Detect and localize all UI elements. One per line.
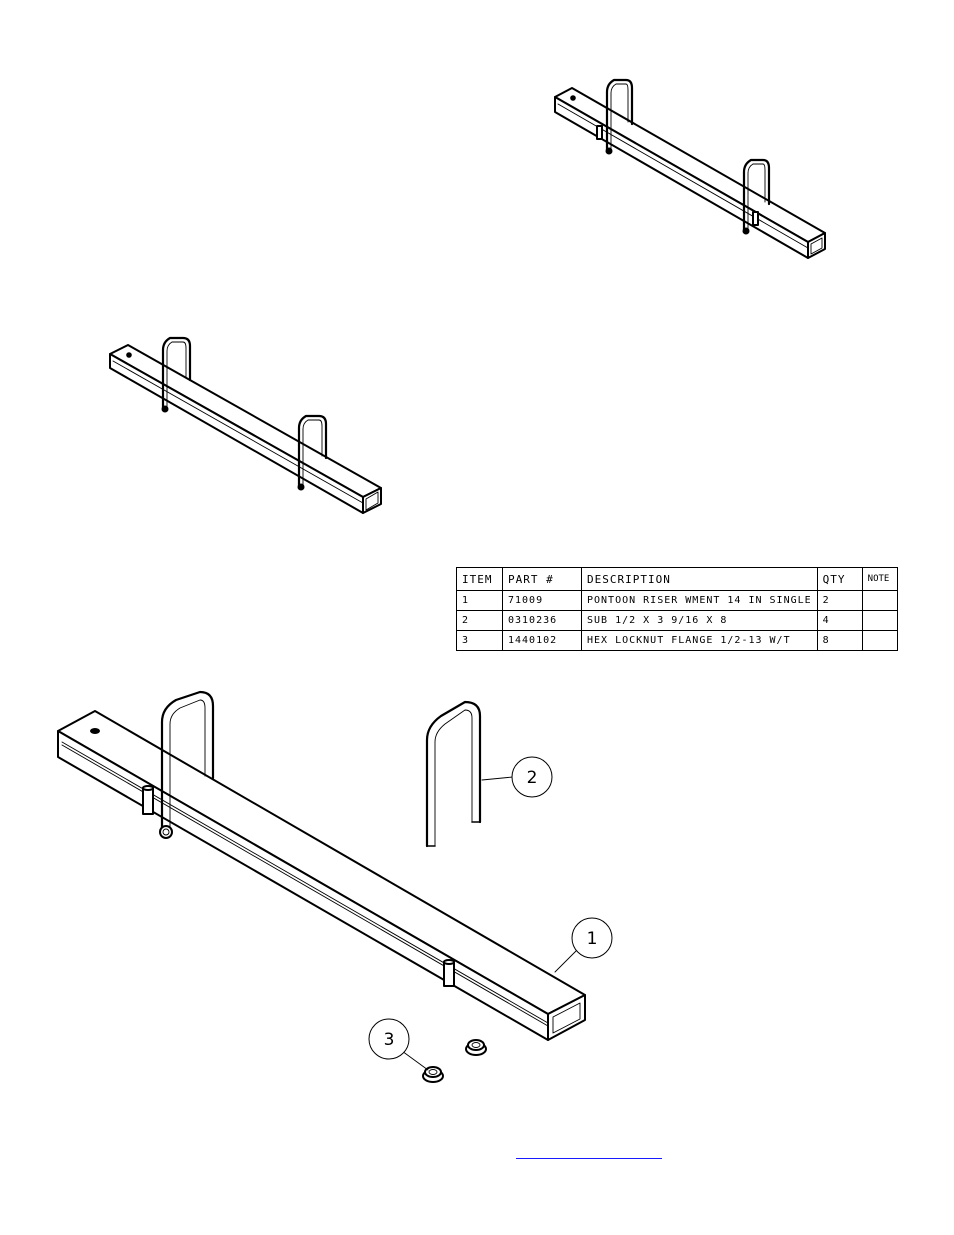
bom-row: 2 0310236 SUB 1/2 X 3 9/16 X 8 4: [456, 610, 898, 631]
bom-cell-description: HEX LOCKNUT FLANGE 1/2-13 W/T: [581, 630, 818, 651]
bom-header-description: DESCRIPTION: [581, 567, 818, 591]
bom-cell-part: 0310236: [502, 610, 582, 631]
bom-header-qty: QTY: [816, 567, 863, 591]
exploded-view: 2 1 3: [57, 690, 613, 1083]
bom-header-item: ITEM: [456, 567, 503, 591]
bom-cell-item: 2: [456, 610, 503, 631]
bom-cell-part: 71009: [502, 590, 582, 611]
bom-cell-item: 1: [456, 590, 503, 611]
bom-cell-qty: 4: [816, 610, 863, 631]
bom-cell-part: 1440102: [502, 630, 582, 651]
balloon-item-3: 3: [368, 1018, 429, 1071]
bom-cell-note: [861, 590, 898, 611]
mount-hole: [90, 728, 100, 734]
bom-cell-description: PONTOON RISER WMENT 14 IN SINGLE: [581, 590, 818, 611]
page-link[interactable]: [516, 1142, 662, 1159]
bom-cell-qty: 2: [816, 590, 863, 611]
balloon-label-2: 2: [527, 768, 538, 788]
balloon-item-1: 1: [554, 917, 613, 973]
bom-header-row: ITEM PART # DESCRIPTION QTY NOTE: [456, 567, 898, 591]
bom-row: 3 1440102 HEX LOCKNUT FLANGE 1/2-13 W/T …: [456, 630, 898, 651]
bom-cell-item: 3: [456, 630, 503, 651]
balloon-label-3: 3: [384, 1030, 395, 1050]
bom-header-note: NOTE: [861, 567, 898, 591]
loose-nut-1: [422, 1066, 444, 1083]
assembly-view-top-right: [554, 78, 826, 259]
balloon-item-2: 2: [481, 756, 553, 798]
bom-cell-note: [861, 630, 898, 651]
bom-cell-description: SUB 1/2 X 3 9/16 X 8: [581, 610, 818, 631]
bom-cell-qty: 8: [816, 630, 863, 651]
bill-of-materials-table: ITEM PART # DESCRIPTION QTY NOTE 1 71009…: [456, 567, 898, 651]
mount-hole: [570, 95, 576, 101]
bom-row: 1 71009 PONTOON RISER WMENT 14 IN SINGLE…: [456, 590, 898, 611]
assembly-view-middle-left: [109, 336, 382, 514]
balloon-label-1: 1: [587, 929, 598, 949]
mount-hole: [126, 352, 132, 358]
loose-u-bolt: [425, 700, 482, 848]
loose-nut-2: [465, 1039, 487, 1056]
bom-header-part: PART #: [502, 567, 582, 591]
bom-cell-note: [861, 610, 898, 631]
